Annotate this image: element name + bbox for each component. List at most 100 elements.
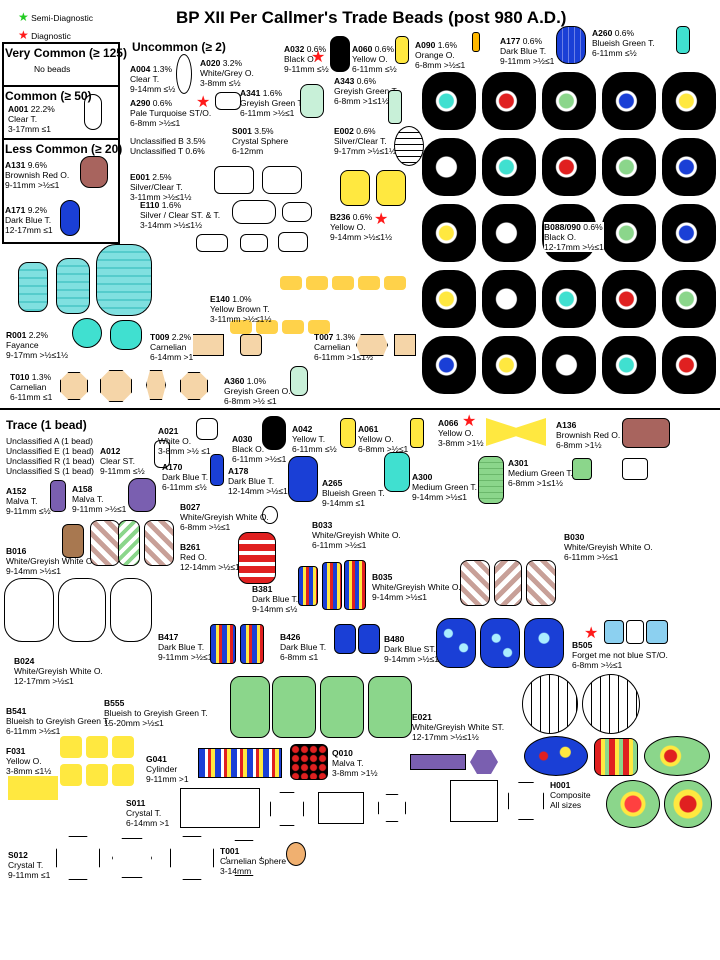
bead-T010b bbox=[100, 370, 132, 402]
diagnostic-star: ★ bbox=[311, 49, 326, 66]
uncommon-title: Uncommon (≥ 2) bbox=[132, 40, 226, 54]
bead-cluster-F031 bbox=[60, 736, 140, 796]
bead-E140 bbox=[280, 276, 302, 290]
bead-E140 bbox=[256, 320, 278, 334]
bead-S011d bbox=[378, 794, 406, 822]
bead-B555b bbox=[272, 676, 316, 738]
bead-A032 bbox=[330, 36, 350, 72]
bead-T007 bbox=[356, 334, 388, 356]
bead-B236b bbox=[376, 170, 406, 206]
bead-B381c bbox=[344, 560, 366, 610]
bead-B261 bbox=[238, 532, 276, 584]
bead-A343 bbox=[388, 90, 402, 124]
page-title: BP XII Per Callmer's Trade Beads (post 9… bbox=[176, 8, 567, 27]
bead-B555a bbox=[230, 676, 270, 738]
label-B088: B088/090 0.6%Black O.12-17mm >½≤1 bbox=[544, 222, 604, 252]
bead-B027 bbox=[262, 506, 278, 524]
bead-A265 bbox=[384, 452, 410, 492]
bead-F031 bbox=[60, 764, 82, 786]
legend-diag: ★ Diagnostic bbox=[18, 28, 71, 42]
diagnostic-star: ★ bbox=[196, 94, 211, 111]
bead-Q010-black bbox=[290, 744, 328, 780]
bead-A090 bbox=[472, 32, 480, 52]
bead-A060 bbox=[395, 36, 409, 64]
bead-A341 bbox=[300, 84, 324, 118]
bead-B417b bbox=[240, 624, 264, 664]
bead-E140 bbox=[282, 320, 304, 334]
bead-B088 bbox=[602, 138, 656, 196]
bead-B480b bbox=[480, 618, 520, 668]
bead-B088 bbox=[482, 72, 536, 130]
bead-grid-B088 bbox=[420, 70, 718, 400]
bead-R001a bbox=[18, 262, 48, 312]
bead-S011b bbox=[270, 792, 304, 826]
label-A360: A360 1.0%Greyish Green O.6-8mm >½ ≤1 bbox=[224, 376, 291, 406]
bead-B505c bbox=[646, 620, 668, 644]
bead-A260 bbox=[676, 26, 690, 54]
bead-B088 bbox=[422, 72, 476, 130]
bead-T010a bbox=[60, 372, 88, 400]
bead-H001d bbox=[606, 780, 660, 828]
bead-E140 bbox=[358, 276, 380, 290]
bead-E021b bbox=[582, 674, 640, 734]
bead-T010d bbox=[180, 372, 208, 400]
bead-B088 bbox=[482, 138, 536, 196]
bead-B088 bbox=[482, 336, 536, 394]
bead-B035b bbox=[494, 560, 522, 606]
bead-A030 bbox=[262, 416, 286, 450]
bead-H001b bbox=[594, 738, 638, 776]
bead-B088 bbox=[542, 336, 596, 394]
bead-B088 bbox=[482, 204, 536, 262]
bead-F031 bbox=[112, 736, 134, 758]
label-A343: A343 0.6%Greyish Green T.6-8mm >1≤1½ bbox=[334, 76, 399, 106]
no-beads: No beads bbox=[34, 64, 71, 74]
bead-R001b bbox=[56, 258, 90, 314]
bead-E001b bbox=[262, 166, 302, 194]
category-box bbox=[2, 42, 120, 244]
bead-B088 bbox=[602, 204, 656, 262]
bead-B024a bbox=[4, 578, 54, 642]
bead-B016a bbox=[62, 524, 84, 558]
bead-A131 bbox=[80, 156, 108, 188]
bead-B236 bbox=[340, 170, 370, 206]
label-A090: A090 1.6%Orange O.6-8mm >½≤1 bbox=[415, 40, 466, 70]
bead-B088 bbox=[422, 270, 476, 328]
bead-T010c bbox=[146, 370, 166, 400]
bead-B024b bbox=[58, 578, 106, 642]
bead-B088 bbox=[602, 72, 656, 130]
bead-A170 bbox=[210, 454, 224, 486]
bead-A171 bbox=[60, 200, 80, 236]
label-A341: A341 1.6%Greyish Green T.6-11mm >½≤1 bbox=[240, 88, 305, 118]
label-UB: Unclassified B 3.5%Unclassified T 0.6% bbox=[130, 136, 206, 156]
bead-A360 bbox=[290, 366, 308, 396]
bead-A136 bbox=[622, 418, 670, 448]
bead-B016c bbox=[118, 520, 140, 566]
bead-Q010b bbox=[470, 750, 498, 774]
bead-B088 bbox=[602, 336, 656, 394]
bead-S011f bbox=[508, 782, 544, 820]
bead-E140 bbox=[230, 320, 252, 334]
bead-cluster-E140 bbox=[210, 276, 410, 336]
label-A171: A171 9.2%Dark Blue T.12-17mm ≤1 bbox=[5, 205, 53, 235]
bead-H001e bbox=[664, 780, 712, 828]
bead-A061 bbox=[410, 418, 424, 448]
